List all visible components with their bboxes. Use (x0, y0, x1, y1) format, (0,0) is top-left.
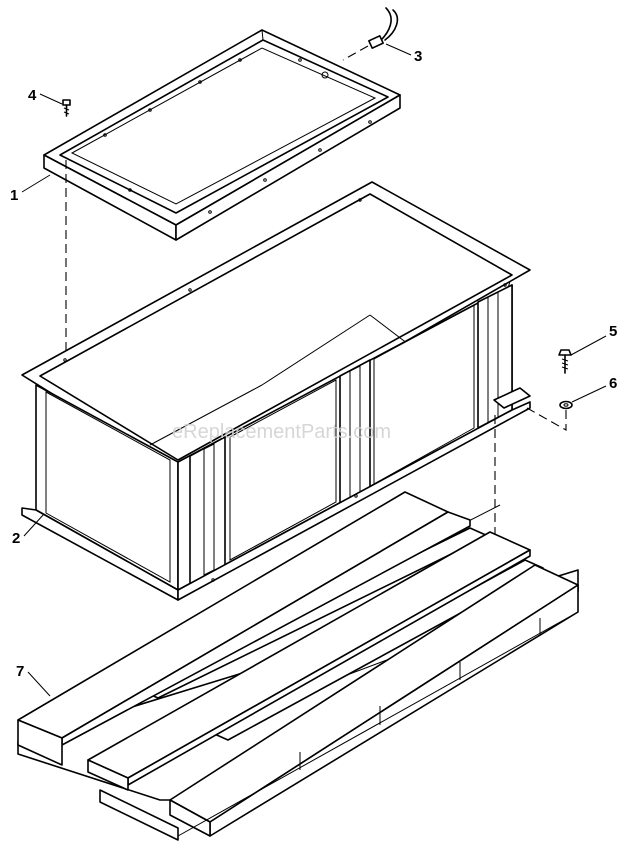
alignment-line-right (526, 407, 567, 431)
part-7-pallet (17, 491, 580, 841)
svg-text:2: 2 (12, 530, 20, 547)
callout-3: 3 (385, 43, 422, 65)
part-2-enclosure (21, 181, 531, 601)
callout-4: 4 (28, 87, 63, 105)
callout-5: 5 (570, 323, 617, 356)
callout-7: 7 (16, 663, 51, 697)
box-channels (189, 284, 513, 585)
part-3-cable-connector (342, 7, 399, 61)
part-5-bolt (558, 349, 572, 374)
callout-2: 2 (12, 513, 45, 547)
svg-text:5: 5 (609, 323, 617, 340)
callout-1: 1 (10, 174, 51, 204)
part-1-cover (43, 29, 401, 241)
svg-text:7: 7 (16, 663, 24, 680)
svg-text:4: 4 (28, 87, 37, 104)
watermark: eReplacementParts.com (172, 421, 391, 443)
cover-grommet (321, 71, 329, 79)
svg-text:1: 1 (10, 187, 18, 204)
svg-text:6: 6 (609, 375, 617, 392)
part-6-washer (559, 400, 573, 410)
svg-text:3: 3 (414, 48, 422, 65)
part-4-screw (62, 99, 71, 117)
callout-6: 6 (571, 375, 617, 403)
